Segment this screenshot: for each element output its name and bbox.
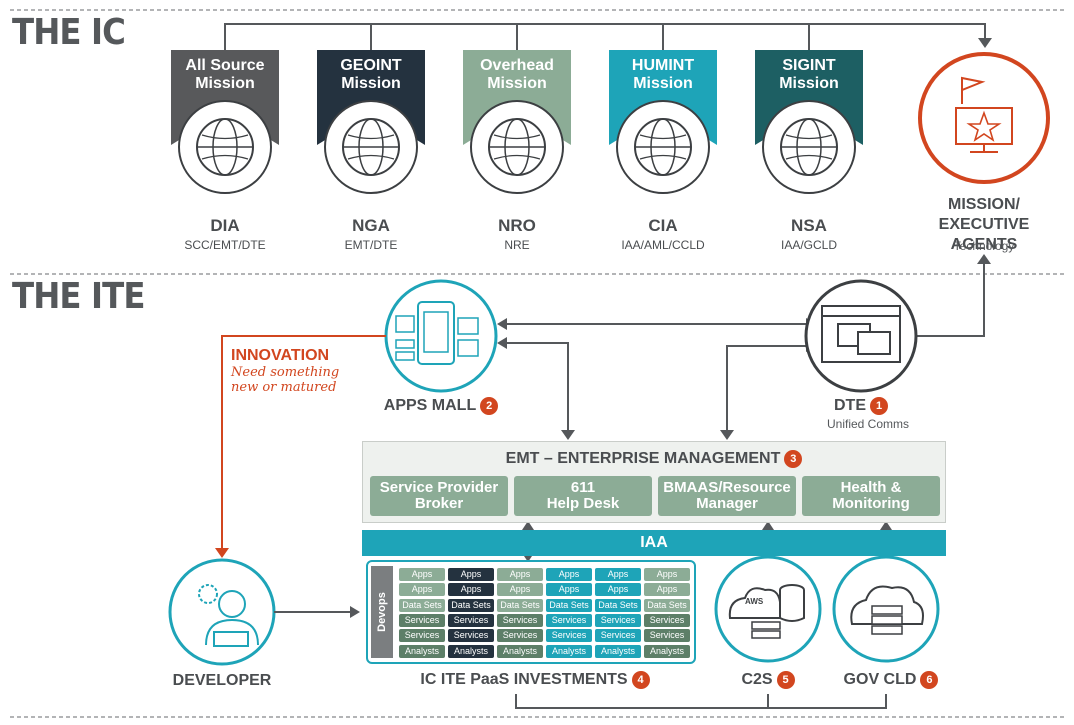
agency-seal-icon[interactable]	[762, 100, 856, 194]
health-monitoring-box[interactable]: Health &Monitoring	[802, 476, 940, 516]
paas-cell: Data Sets	[595, 598, 641, 612]
paas-cell: Services	[399, 629, 445, 643]
paas-cell: Analysts	[399, 644, 445, 658]
paas-cell: Services	[497, 613, 543, 627]
paas-cell: Apps	[546, 583, 592, 597]
paas-cell: Services	[595, 613, 641, 627]
paas-cell: Services	[546, 629, 592, 643]
paas-cell: Data Sets	[399, 598, 445, 612]
ic-connector	[224, 23, 986, 50]
paas-cell: Analysts	[448, 644, 494, 658]
agency-seal-icon[interactable]	[470, 100, 564, 194]
dte-to-agents-link	[902, 262, 985, 337]
paas-cell: Analysts	[595, 644, 641, 658]
agency-seal-icon[interactable]	[616, 100, 710, 194]
paas-cell: Data Sets	[644, 598, 690, 612]
paas-cell: Services	[644, 629, 690, 643]
paas-cell: Apps	[399, 583, 445, 597]
paas-cell: Services	[399, 613, 445, 627]
innovation-title: INNOVATION	[231, 347, 330, 364]
dte-num: 1	[870, 397, 888, 415]
apps-mall-icon[interactable]	[384, 279, 498, 393]
paas-cell: Apps	[448, 568, 494, 581]
paas-cell: Apps	[644, 583, 690, 597]
apps-emt-link	[505, 342, 569, 430]
aws-badge: AWS	[745, 597, 764, 606]
paas-cell: Services	[448, 629, 494, 643]
paas-cell: Apps	[497, 568, 543, 581]
paas-cell: Analysts	[497, 644, 543, 658]
devops-label: Devops	[371, 566, 393, 658]
paas-cell: Services	[448, 613, 494, 627]
innovation-note: INNOVATION Need something new or matured	[231, 347, 340, 395]
paas-cell: Apps	[595, 568, 641, 581]
section-title-ite: THE ITE	[12, 276, 146, 317]
c2s-icon[interactable]: AWS	[714, 555, 822, 663]
iaa-bar: IAA	[362, 530, 946, 556]
paas-cell: Data Sets	[497, 598, 543, 612]
innovation-arrow	[221, 335, 386, 548]
mission-agents-icon	[918, 52, 1050, 184]
paas-cell: Apps	[546, 568, 592, 581]
developer-icon[interactable]	[168, 558, 276, 666]
apps-mall-num: 2	[480, 397, 499, 415]
mission-agents-label: MISSION/EXECUTIVE AGENTS	[938, 196, 1030, 253]
agency-seal-icon[interactable]	[178, 100, 272, 194]
agency-seal-icon[interactable]	[324, 100, 418, 194]
arrowhead-mission-agents	[978, 38, 992, 48]
developer-label: DEVELOPER	[172, 672, 272, 689]
paas-cell: Services	[497, 629, 543, 643]
paas-cell: Data Sets	[546, 598, 592, 612]
dte-icon[interactable]	[804, 279, 918, 393]
dte-emt-link	[726, 345, 808, 430]
paas-cell: Apps	[448, 583, 494, 597]
cloud-bracket	[515, 694, 887, 709]
mission-agents-sub: Technology	[953, 239, 1015, 253]
paas-cell: Services	[595, 629, 641, 643]
paas-cell: Apps	[595, 583, 641, 597]
paas-cell: Analysts	[644, 644, 690, 658]
paas-cell: Apps	[644, 568, 690, 581]
paas-cell: Apps	[399, 568, 445, 581]
paas-cell: Analysts	[546, 644, 592, 658]
dte-sub: Unified Comms	[826, 417, 910, 431]
paas-cell: Data Sets	[448, 598, 494, 612]
section-title-ic: THE IC	[12, 12, 126, 53]
paas-cell: Services	[546, 613, 592, 627]
gov-cld-icon[interactable]	[832, 555, 940, 663]
paas-cell: Apps	[497, 583, 543, 597]
paas-cell: Services	[644, 613, 690, 627]
